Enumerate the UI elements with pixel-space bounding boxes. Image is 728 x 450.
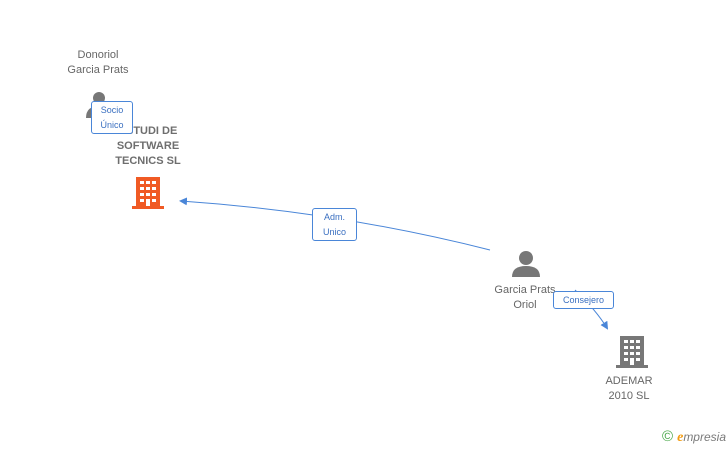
building-icon-estudi[interactable] — [132, 177, 164, 209]
copyright-icon: © — [662, 428, 674, 445]
node-label-ademar-line2: 2010 SL — [608, 390, 650, 402]
edge-label-socio-unico-line2: Único — [100, 120, 124, 130]
empresia-logo[interactable]: ©empresia — [662, 428, 726, 446]
node-label-estudi-line3: TECNICS SL — [115, 155, 181, 167]
node-label-ademar[interactable]: ADEMAR 2010 SL — [594, 374, 664, 404]
node-label-estudi-line2: SOFTWARE — [116, 140, 180, 152]
node-label-garcia-prats-oriol[interactable]: Garcia Prats Oriol — [480, 283, 570, 313]
brand-name-rest: mpresia — [683, 430, 726, 444]
edge-label-socio-unico[interactable]: Socio Único — [91, 101, 133, 134]
node-label-donoriol-line1: Donoriol — [77, 49, 119, 61]
node-label-donoriol-line2: Garcia Prats — [67, 64, 129, 76]
node-label-estudi-line1: ESTUDI DE — [118, 125, 178, 137]
node-label-estudi[interactable]: ESTUDI DE SOFTWARE TECNICS SL — [98, 124, 198, 169]
edge-label-adm-unico[interactable]: Adm. Unico — [312, 208, 357, 241]
edge-label-adm-unico-line2: Unico — [322, 227, 346, 237]
person-icon-garcia-prats-oriol[interactable] — [512, 251, 540, 277]
edge-label-socio-unico-line1: Socio — [100, 105, 124, 115]
brand-e-letter: e — [677, 430, 684, 445]
edge-label-consejero[interactable]: Consejero — [553, 291, 614, 309]
node-label-donoriol[interactable]: Donoriol Garcia Prats — [58, 48, 138, 78]
building-icon-ademar[interactable] — [616, 336, 648, 368]
edge-label-consejero-line1: Consejero — [562, 295, 605, 305]
node-label-garcia-prats-oriol-line1: Garcia Prats — [494, 284, 556, 296]
node-label-ademar-line1: ADEMAR — [605, 375, 653, 387]
node-label-garcia-prats-oriol-line2: Oriol — [513, 299, 537, 311]
edge-label-adm-unico-line1: Adm. — [323, 212, 345, 222]
